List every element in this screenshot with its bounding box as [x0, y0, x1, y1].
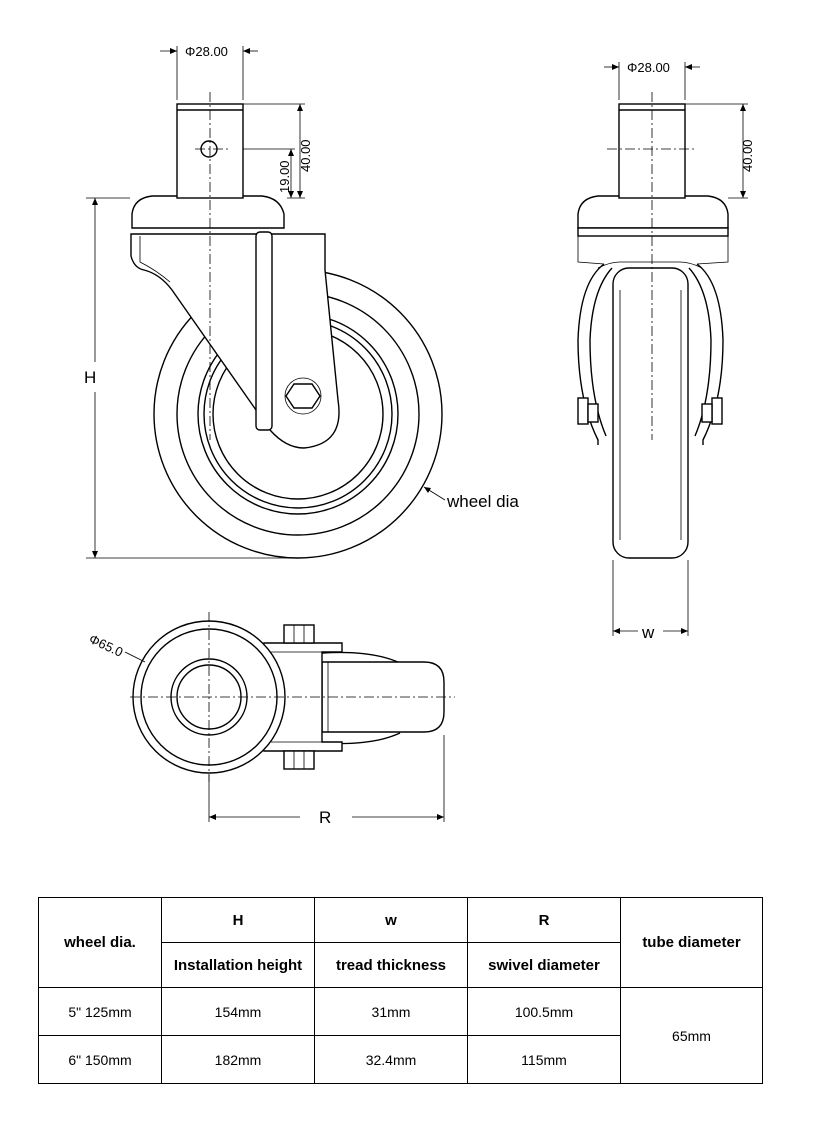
cell-h: 154mm: [161, 987, 315, 1036]
front-pin-height-label: 19.00: [277, 160, 292, 193]
cell-w: 31mm: [314, 987, 468, 1036]
cell-wheel: 5" 125mm: [38, 987, 162, 1036]
front-tube-dia-label: Φ28.00: [185, 44, 228, 59]
plate-dia-label: Φ65.0: [87, 631, 126, 660]
subheader-installation-height: Installation height: [161, 942, 315, 988]
height-label: H: [84, 368, 96, 387]
cell-w: 32.4mm: [314, 1035, 468, 1084]
subheader-tread-thickness: tread thickness: [314, 942, 468, 988]
header-wheel-dia: wheel dia.: [38, 897, 162, 988]
cell-wheel: 6" 150mm: [38, 1035, 162, 1084]
front-view: Φ28.00 19.00 40.00 H wheel dia: [84, 44, 519, 559]
cell-tube-diameter: 65mm: [620, 987, 763, 1084]
wheel-dia-label: wheel dia: [446, 492, 519, 511]
header-w: w: [314, 897, 468, 943]
header-tube-diameter: tube diameter: [620, 897, 763, 988]
caster-technical-drawing: Φ28.00 19.00 40.00 H wheel dia: [84, 44, 755, 827]
subheader-swivel-diameter: swivel diameter: [467, 942, 621, 988]
side-tube-dia-label: Φ28.00: [627, 60, 670, 75]
header-r: R: [467, 897, 621, 943]
header-h: H: [161, 897, 315, 943]
side-view: Φ28.00 40.00 w: [577, 60, 755, 642]
width-label: w: [641, 623, 655, 642]
table-row: 5" 125mm 154mm 31mm 100.5mm 65mm: [38, 987, 763, 1084]
cell-r: 115mm: [467, 1035, 621, 1084]
cell-h: 182mm: [161, 1035, 315, 1084]
top-view: Φ65.0 R: [87, 612, 455, 827]
spec-table: wheel dia. H w R tube diameter Installat…: [38, 897, 763, 1084]
cell-r: 100.5mm: [467, 987, 621, 1036]
front-tube-height-label: 40.00: [298, 139, 313, 172]
side-tube-height-label: 40.00: [740, 139, 755, 172]
table-row: 6" 150mm 182mm 32.4mm 115mm: [38, 1035, 763, 1084]
radius-label: R: [319, 808, 331, 827]
